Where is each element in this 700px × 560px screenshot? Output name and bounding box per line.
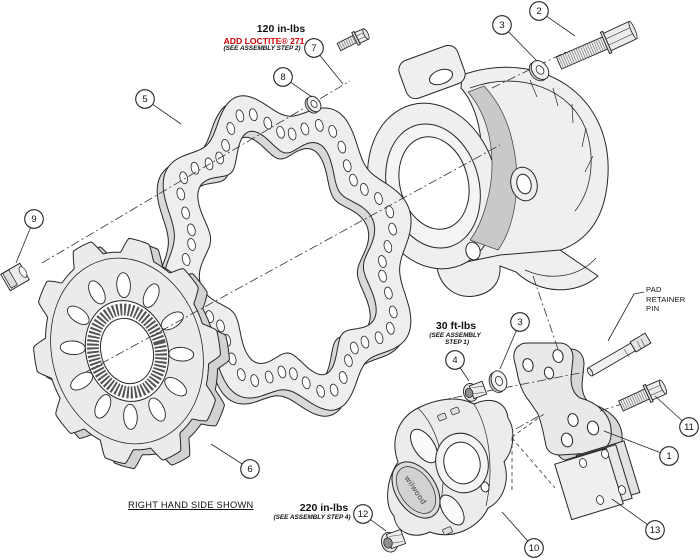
torque-note-top-loctite: ADD LOCTITE® 271: [223, 36, 305, 46]
callout-leader-9: [15, 227, 31, 264]
callout-balloon-5: [135, 89, 155, 109]
callout-balloon-2: [529, 1, 549, 21]
callout-balloon-6: [240, 459, 260, 479]
callout-number-8: 8: [280, 72, 285, 83]
callout-number-3: 3: [517, 317, 522, 328]
callout-number-6: 6: [247, 464, 252, 475]
callout-balloon-1: [659, 446, 679, 466]
torque-note-mid-value: 30 ft-lbs: [435, 320, 477, 332]
fasteners: [0, 20, 668, 553]
callout-balloon-13: [645, 520, 665, 540]
callout-balloon-12: [353, 504, 373, 524]
view-note: RIGHT HAND SIDE SHOWN: [128, 500, 254, 510]
brake-pads: [554, 440, 641, 521]
callout-number-7: 7: [311, 43, 316, 54]
axle-nut-12: [381, 528, 407, 553]
callout-balloon-8: [273, 67, 293, 87]
torque-note-top-value: 120 in-lbs: [256, 23, 306, 35]
callout-leader-13: [611, 498, 648, 525]
callout-leader-11: [654, 395, 683, 422]
rotor-bolt-7: [336, 28, 370, 52]
flange-nut-4: [463, 380, 488, 402]
washer-8: [304, 95, 322, 114]
callout-balloon-3: [510, 312, 530, 332]
callout-balloon-3: [492, 15, 512, 35]
torque-note-top-step: (SEE ASSEMBLY STEP 2): [223, 45, 301, 52]
callout-balloon-9: [24, 209, 44, 229]
callout-balloon-7: [304, 38, 324, 58]
callout-balloon-10: [524, 538, 544, 558]
pad-retainer-pin-label: PAD RETAINER PIN: [646, 285, 686, 314]
pad-retainer-pin: [586, 332, 652, 377]
callout-number-2: 2: [536, 6, 541, 17]
callout-number-12: 12: [358, 509, 369, 520]
callout-leader-2: [546, 15, 576, 37]
callout-leader-5: [152, 103, 182, 125]
callout-number-11: 11: [684, 422, 694, 433]
callout-number-13: 13: [650, 525, 661, 536]
callout-number-3: 3: [499, 20, 504, 31]
set-screw: [0, 262, 30, 292]
callout-leader-3: [508, 31, 538, 62]
pad-retainer-pin-leader: [607, 291, 645, 342]
hidden-lines: [511, 413, 556, 491]
callout-leader-4: [459, 367, 470, 382]
callout-leader-1: [603, 430, 661, 454]
bearing-carrier: [366, 44, 609, 297]
callout-number-10: 10: [529, 543, 540, 554]
washer-3-top: [528, 60, 550, 82]
brake-caliper: wilwood: [387, 398, 514, 536]
torque-note-bottom-step: (SEE ASSEMBLY STEP 4): [273, 514, 351, 521]
bracket-bolt-11: [618, 379, 668, 412]
callout-leader-7: [319, 54, 344, 85]
callout-balloon-11: [679, 417, 699, 437]
callout-number-5: 5: [142, 94, 147, 105]
callout-number-1: 1: [666, 451, 671, 462]
callout-leader-3: [499, 330, 517, 370]
callout-balloon-4: [445, 350, 465, 370]
callout-leader-10: [501, 511, 529, 542]
callout-leader-12: [370, 519, 387, 532]
callout-leader-8: [290, 81, 313, 98]
callout-number-9: 9: [31, 214, 36, 225]
torque-note-bottom-value: 220 in-lbs: [299, 502, 349, 514]
callout-number-4: 4: [452, 355, 457, 366]
torque-note-mid-step2: STEP 1): [445, 339, 469, 346]
washer-3-mid: [488, 370, 508, 393]
callout-leader-6: [210, 443, 243, 465]
sprocket-drive-hub: [33, 237, 230, 470]
torque-note-mid-step1: (SEE ASSEMBLY: [429, 332, 481, 339]
flange-bolt-2: [555, 20, 638, 70]
